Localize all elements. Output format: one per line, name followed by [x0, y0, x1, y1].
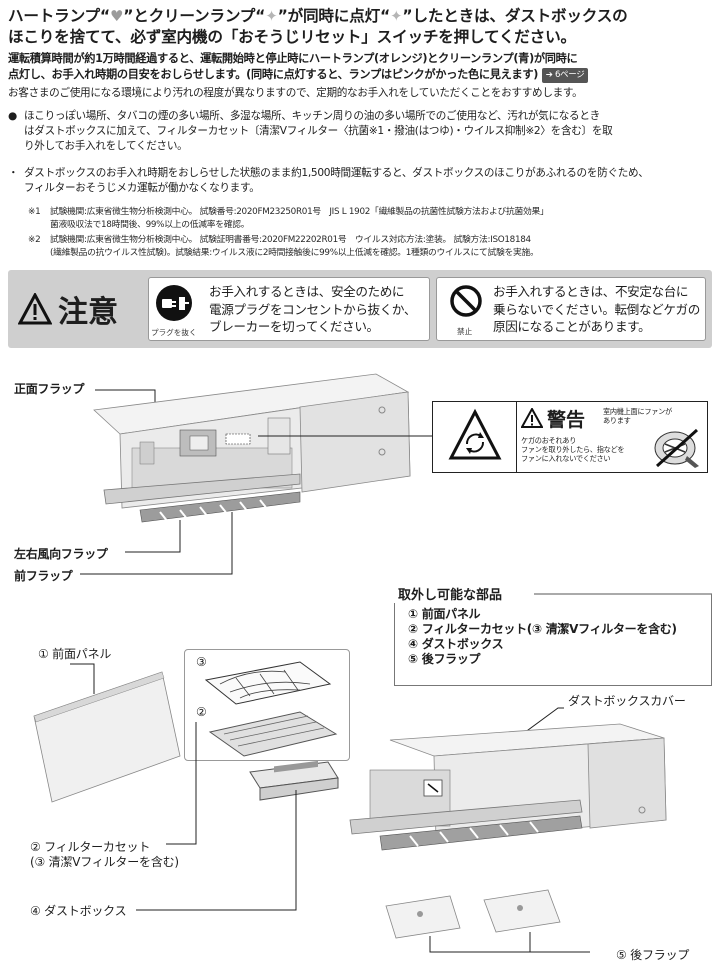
- page-ref-badge[interactable]: ➔ 6ページ: [541, 67, 589, 83]
- combined-lamp-icon: ✦: [390, 7, 403, 25]
- filter-callout-sub: (③ 清潔Vフィルターを含む): [30, 855, 179, 869]
- bullet-mark: ・: [8, 167, 19, 179]
- unplug-line: 電源プラグをコンセントから抜くか、: [209, 301, 417, 317]
- front-panel-illustration: [33, 663, 181, 803]
- unplug-icon: [156, 285, 192, 321]
- warning-body-line: ファンを取り外したら、指などを: [521, 445, 625, 454]
- filter-leader-line: [166, 722, 197, 845]
- unplug-line: お手入れするときは、安全のために: [209, 284, 405, 299]
- rotating-fan-warning-icon: [448, 408, 502, 460]
- bullet-item: ● ほこりっぽい場所、タバコの煙の多い場所、多湿な場所、キッチン周りの油の多い場…: [8, 109, 714, 154]
- note-line: 試験機関:広東省微生物分析検測中心。 試験番号:2020FM23250R01号 …: [50, 207, 549, 217]
- parts-title: 取外し可能な部品: [392, 584, 509, 603]
- warning-body-line: ケガのおそれあり: [521, 436, 577, 445]
- fan-warning-label: 警告 室内機上面にファンが あります ケガのおそれあり ファンを取り外したら、指…: [432, 401, 708, 473]
- note-mark: ※2: [28, 235, 41, 245]
- bullet-line: はダストボックスに加えて、フィルターカセット〔清潔Vフィルター〈抗菌※1・撥油(…: [24, 125, 613, 137]
- inset-label-3: ③: [196, 655, 207, 669]
- warning-leader-line: [258, 435, 432, 437]
- indoor-unit-illustration: [80, 373, 411, 575]
- rotation-warning-panel: [433, 402, 517, 472]
- footnote-1: ※1 試験機関:広東省微生物分析検測中心。 試験番号:2020FM23250R0…: [28, 206, 718, 232]
- inset-label-2: ②: [196, 705, 207, 719]
- dust-box-leader-line: [136, 790, 297, 911]
- bullet-line: フィルターおそうじメカ運転が働かなくなります。: [24, 182, 260, 194]
- page-title: ハートランプ“♥”とクリーンランプ“✦”が同時に点灯“✦”したときは、ダストボッ…: [8, 6, 714, 48]
- warning-title: 警告: [547, 408, 586, 431]
- filter-illustration: [204, 661, 338, 757]
- rear-flap-callout: ⑤ 後フラップ: [616, 948, 690, 962]
- parts-list-item: ② フィルターカセット(③ 清潔Vフィルターを含む): [408, 622, 677, 636]
- unplug-icon-label: プラグを抜く: [151, 328, 197, 337]
- filter-inset-box: [184, 649, 350, 761]
- front-flap2-callout: 前フラップ: [14, 569, 73, 583]
- dust-box-cover-callout: ダストボックスカバー: [568, 694, 686, 708]
- warning-triangle-icon: [521, 408, 543, 428]
- note-mark: ※1: [28, 207, 41, 217]
- warning-body-line: ファンに入れないでください: [521, 454, 611, 463]
- prohibit-line: 原因になることがあります。: [493, 319, 651, 335]
- lr-flap-callout: 左右風向フラップ: [14, 547, 108, 561]
- bullet-line: ほこりっぽい場所、タバコの煙の多い場所、多湿な場所、キッチン周りの油の多い場所で…: [24, 110, 600, 122]
- subtitle: 運転積算時間が約1万時間経過すると、運転開始時と停止時にハートランプ(オレンジ)…: [8, 51, 714, 83]
- prohibit-icon: [450, 285, 482, 317]
- prohibit-line: 乗らないでください。転倒などケガの: [493, 301, 700, 317]
- heart-icon: ♥: [109, 7, 124, 25]
- dust-box-illustration: [249, 760, 339, 801]
- fan-hand-icon: [654, 428, 699, 468]
- parts-list-item: ⑤ 後フラップ: [408, 652, 481, 666]
- dust-box-callout: ④ ダストボックス: [30, 904, 127, 918]
- subtitle-line-2: 点灯し、お手入れ時期の目安をおしらせします。(同時に点灯すると、ランプはピンクが…: [8, 67, 539, 81]
- warning-side-text: 室内機上面にファンが あります: [603, 407, 672, 425]
- title-text: ”が同時に点灯“: [277, 7, 391, 25]
- unplug-text: お手入れするときは、安全のために 電源プラグをコンセントから抜くか、 ブレーカー…: [209, 283, 416, 336]
- note-line: 試験機関:広東省微生物分析検測中心。 試験証明書番号:2020FM22202R0…: [50, 235, 531, 245]
- parts-list: ① 前面パネル ② フィルターカセット(③ 清潔Vフィルターを含む) ④ ダスト…: [408, 607, 677, 667]
- title-text: ハートランプ“: [8, 7, 110, 25]
- removable-parts-box: [394, 594, 712, 686]
- opened-unit-illustration: [349, 707, 667, 851]
- note-line: 菌液吸収法で18時間後、99%以上の低減率を確認。: [50, 220, 250, 230]
- warning-side-line: あります: [603, 416, 631, 425]
- note-line: (繊維製品の抗ウイルス性試験)。試験結果:ウイルス液に2時間接触後に99%以上低…: [50, 248, 539, 258]
- prohibit-text: お手入れするときは、不安定な台に 乗らないでください。転倒などケガの 原因になる…: [493, 283, 700, 336]
- warning-triangle-icon: [18, 293, 52, 325]
- title-text: ”とクリーンランプ“: [123, 7, 266, 25]
- warning-heading: 警告: [521, 404, 601, 432]
- parts-list-item: ④ ダストボックス: [408, 637, 504, 651]
- bullet-line: ダストボックスのお手入れ時期をおしらせした状態のまま約1,500時間運転すると、…: [24, 167, 649, 179]
- title-text: ”したときは、ダストボックスの: [402, 7, 628, 25]
- subtitle-line-1: 運転積算時間が約1万時間経過すると、運転開始時と停止時にハートランプ(オレンジ)…: [8, 52, 578, 65]
- rear-flap-illustration: [385, 889, 590, 953]
- caution-label: 注意: [18, 282, 143, 336]
- unplug-line: ブレーカーを切ってください。: [209, 319, 379, 335]
- prohibit-icon-label: 禁止: [457, 327, 473, 336]
- prohibit-line: お手入れするときは、不安定な台に: [493, 284, 689, 299]
- title-line-2: ほこりを捨てて、必ず室内機の「おそうじリセット」スイッチを押してください。: [8, 28, 576, 46]
- footnote-2: ※2 試験機関:広東省微生物分析検測中心。 試験証明書番号:2020FM2220…: [28, 234, 718, 260]
- bullet-mark: ●: [8, 110, 17, 122]
- front-flap-callout: 正面フラップ: [14, 382, 85, 396]
- bullet-item: ・ ダストボックスのお手入れ時期をおしらせした状態のまま約1,500時間運転する…: [8, 166, 714, 196]
- clean-lamp-icon: ✦: [265, 7, 278, 25]
- unplug-panel: プラグを抜く お手入れするときは、安全のために 電源プラグをコンセントから抜くか…: [148, 277, 430, 341]
- front-panel-callout: ① 前面パネル: [38, 647, 112, 661]
- caution-text: 注意: [58, 295, 118, 330]
- warning-side-line: 室内機上面にファンが: [603, 407, 672, 416]
- bullet-line: り外してお手入れをしてください。: [24, 140, 188, 152]
- warning-body-text: ケガのおそれあり ファンを取り外したら、指などを ファンに入れないでください: [521, 436, 625, 463]
- filter-callout: ② フィルターカセット: [30, 840, 151, 854]
- prohibit-panel: 禁止 お手入れするときは、不安定な台に 乗らないでください。転倒などケガの 原因…: [436, 277, 706, 341]
- intro-text: お客さまのご使用になる環境により汚れの程度が異なりますので、定期的なお手入れをし…: [8, 87, 583, 99]
- parts-list-item: ① 前面パネル: [408, 607, 481, 621]
- caution-box: 注意 プラグを抜く お手入れするときは、安全のために 電源プラグをコンセントから…: [8, 270, 712, 348]
